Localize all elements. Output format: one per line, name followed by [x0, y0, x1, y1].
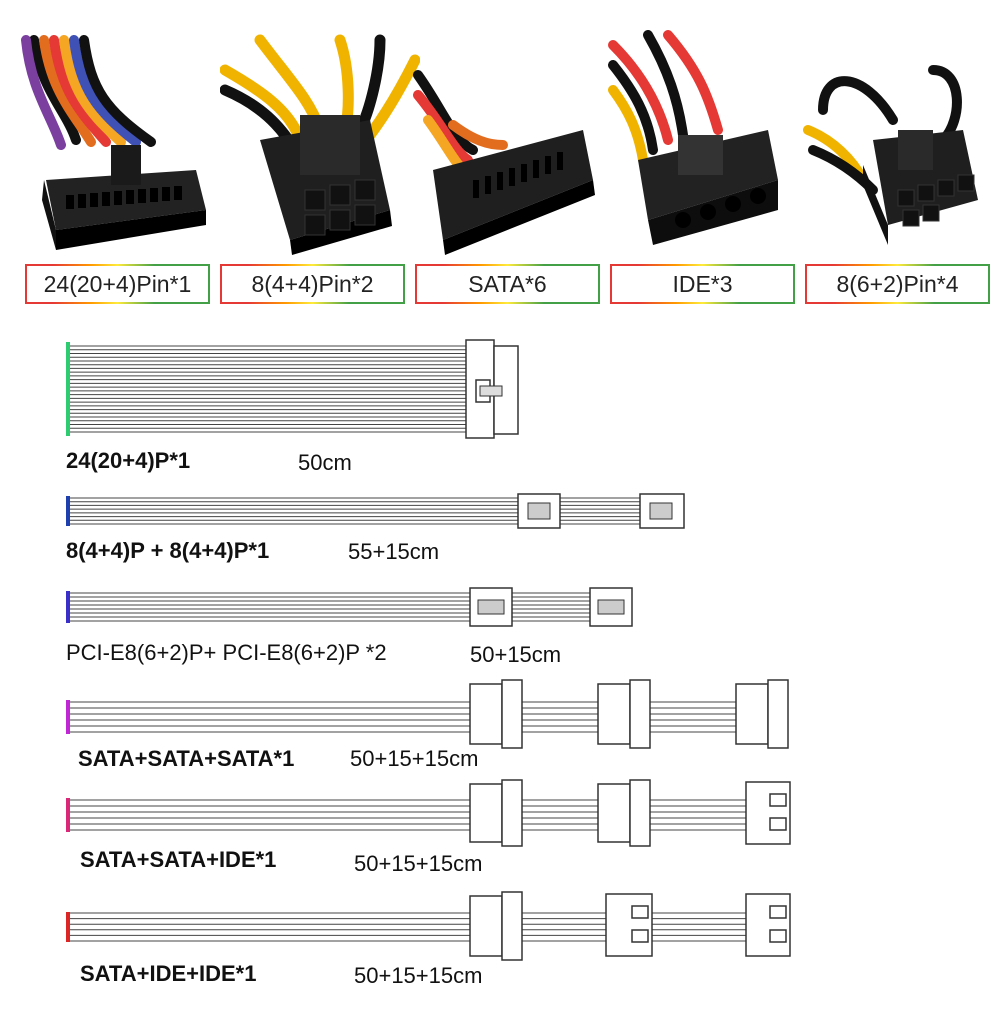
cable-length-eps: 55+15cm — [348, 539, 440, 564]
cable-title-24pin: 24(20+4)P*1 — [66, 448, 191, 473]
cable-24pin — [66, 339, 519, 439]
connector-label-8pin-eps: 8(4+4)Pin*2 — [220, 264, 405, 304]
connector-label-8pin-pcie: 8(6+2)Pin*4 — [805, 264, 990, 304]
cable-accent — [66, 700, 70, 734]
cable-length-sata-ide-ide: 50+15+15cm — [354, 963, 483, 988]
cable-title-sata-ide-ide: SATA+IDE+IDE*1 — [80, 961, 257, 986]
connector-label-ide: IDE*3 — [610, 264, 795, 304]
atx-24pin-connector-photo — [21, 35, 206, 250]
sata-connector-photo — [413, 70, 595, 255]
connector-label-24pin: 24(20+4)Pin*1 — [25, 264, 210, 304]
cable-length-24pin: 50cm — [298, 450, 352, 475]
cable-title-pcie: PCI-E8(6+2)P+ PCI-E8(6+2)P *2 — [66, 640, 387, 665]
cable-length-pcie: 50+15cm — [470, 642, 562, 667]
cable-title-sata-sata-sata: SATA+SATA+SATA*1 — [78, 746, 295, 771]
cable-accent — [66, 342, 70, 436]
connector-label-sata: SATA*6 — [415, 264, 600, 304]
cable-accent — [66, 798, 70, 832]
pcie-8pin-connector-photo — [803, 65, 978, 245]
cable-title-eps: 8(4+4)P + 8(4+4)P*1 — [66, 538, 270, 563]
cable-sata-ide-ide — [66, 891, 791, 961]
cable-length-sata-sata-ide: 50+15+15cm — [354, 851, 483, 876]
cable-accent — [66, 496, 70, 526]
cable-pcie — [66, 587, 633, 627]
cable-length-sata-sata-sata: 50+15+15cm — [350, 746, 479, 771]
cable-title-sata-sata-ide: SATA+SATA+IDE*1 — [80, 847, 277, 872]
ide-molex-connector-photo — [608, 30, 778, 245]
cable-accent — [66, 591, 70, 623]
cable-sata-sata-sata — [66, 679, 789, 749]
cable-eps-8pin — [66, 493, 685, 529]
cable-sata-sata-ide — [66, 779, 791, 847]
eps-8pin-connector-photo — [220, 34, 420, 255]
cable-accent — [66, 912, 70, 942]
